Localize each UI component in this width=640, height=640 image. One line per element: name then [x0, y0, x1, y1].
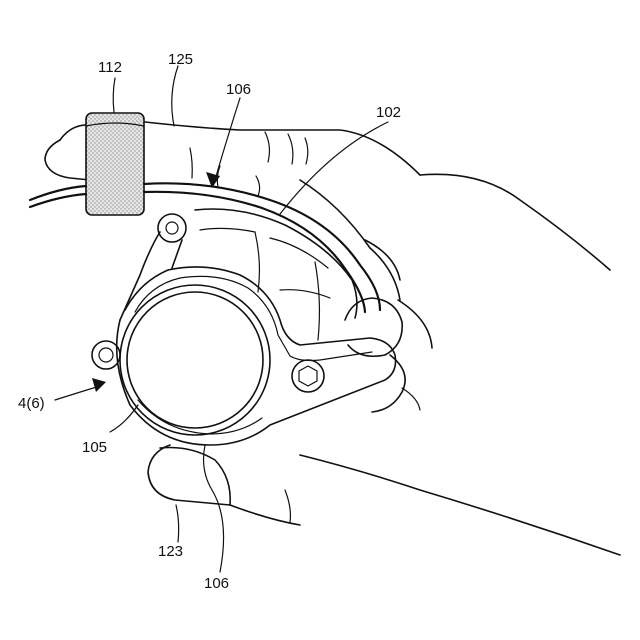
label-102: 102 [376, 104, 401, 121]
label-125: 125 [168, 51, 193, 68]
label-123: 123 [158, 543, 183, 560]
label-106-top: 106 [226, 81, 251, 98]
label-106-bottom: 106 [204, 575, 229, 592]
finger-band-112 [86, 113, 144, 215]
label-105: 105 [82, 439, 107, 456]
label-4-6: 4(6) [18, 395, 45, 412]
device-body-105 [92, 209, 396, 445]
label-112: 112 [98, 59, 122, 76]
reference-labels: 112 125 106 102 4(6) 105 123 106 [18, 51, 401, 592]
